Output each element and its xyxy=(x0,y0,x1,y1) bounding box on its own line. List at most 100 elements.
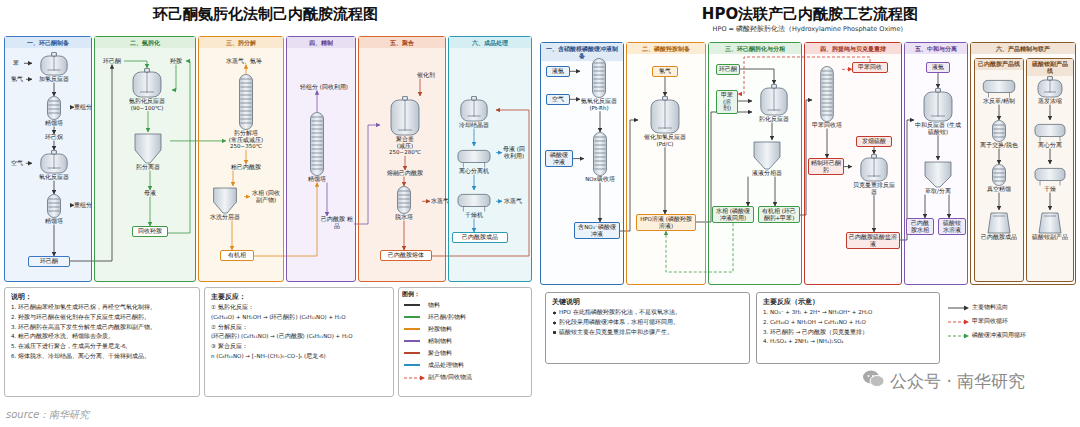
box-text: 己内酰胺硫酸盐溶液 xyxy=(849,234,897,247)
vessel-body xyxy=(1035,124,1065,136)
equipment-label: 贝克曼重排反应器 xyxy=(852,182,896,195)
equipment-unit: 催化加氢反应器(Pd/C) xyxy=(638,96,692,147)
vessel-detail xyxy=(594,87,605,88)
stream-text: 羟胺 xyxy=(166,58,186,65)
vessel-detail xyxy=(312,133,323,134)
process-box: 回收羟胺 xyxy=(132,226,168,237)
reactor-icon xyxy=(852,154,896,182)
flow-arrow xyxy=(925,195,926,218)
equipment-label: NOx吸收塔 xyxy=(584,176,616,183)
note-line: 3. 环己酮肟在高温下发生分解生成己内酰胺和副产物。 xyxy=(11,323,193,333)
vessel-detail xyxy=(241,83,252,84)
stream-label: 空气 xyxy=(8,160,26,167)
note-box: 关键说明HPO 在此指磷酸羟胺肟化法，不是双氧水法。肟化段采用磷酸缓冲体系，水相… xyxy=(545,292,750,364)
equipment-label: (90~100℃) xyxy=(122,105,172,112)
vessel-body xyxy=(145,69,150,73)
stream-text: 空气 xyxy=(8,160,26,167)
vessel-detail xyxy=(312,121,323,122)
vessel-detail xyxy=(822,91,833,92)
vessel-body xyxy=(48,97,61,120)
legend-arrowhead xyxy=(964,305,969,310)
vessel-body xyxy=(772,85,777,89)
stream-text: 重组分 xyxy=(74,202,92,209)
equipment-unit: 己内酰胺成品 xyxy=(978,210,1020,241)
column-icon xyxy=(584,132,616,176)
vessel-body xyxy=(651,100,679,133)
flow-arrow xyxy=(70,205,74,206)
vessel-detail xyxy=(822,71,833,72)
stream-label: 环己酮 xyxy=(100,58,124,65)
process-box: 甲苯回收 xyxy=(852,62,888,73)
flow-arrow xyxy=(496,201,502,202)
vessel-detail xyxy=(312,137,323,138)
stream-label: 水蒸气 xyxy=(502,198,524,205)
vessel-body xyxy=(993,121,1006,142)
flow-arrow xyxy=(600,111,601,132)
vessel-detail xyxy=(867,176,880,177)
equipment-unit: 精馏塔 xyxy=(38,194,70,225)
vessel-body xyxy=(311,113,324,176)
drum-icon xyxy=(452,146,496,168)
stream-label: 熔融己内酰胺 xyxy=(376,170,434,177)
flow-arrow xyxy=(938,73,939,88)
reactor-icon xyxy=(914,88,962,122)
equipment-label: 氧化反应器 xyxy=(32,174,76,181)
stream-label: 水蒸气 xyxy=(430,198,450,205)
vessel-body xyxy=(41,56,67,75)
vessel-detail xyxy=(822,111,833,112)
vessel-detail xyxy=(467,116,480,117)
vessel-detail xyxy=(595,169,606,170)
vessel-detail xyxy=(595,137,606,138)
box-text: 水相 (磷酸缓冲液回用) xyxy=(715,208,751,221)
vessel-body xyxy=(1038,80,1062,97)
equipment-unit: 氧化反应器 xyxy=(32,150,76,181)
equipment-unit: 水反萃/精制 xyxy=(978,76,1020,105)
legend-text: 主要物料流向 xyxy=(972,304,1008,311)
legend-swatch xyxy=(404,364,420,366)
flow-arrow xyxy=(842,69,852,70)
vessel-detail xyxy=(994,125,1005,126)
vessel-detail xyxy=(312,165,323,166)
reactor-icon xyxy=(638,96,692,134)
vessel-body xyxy=(924,92,952,121)
vessel-detail xyxy=(312,141,323,142)
reactor-icon xyxy=(1030,76,1070,98)
equipment-label: 脱水塔 xyxy=(386,214,422,221)
stream-text: 水蒸气、氨等 xyxy=(214,58,274,65)
vessel-detail xyxy=(822,83,833,84)
vessel-body xyxy=(461,100,487,121)
legend-line-sample xyxy=(404,375,426,381)
section-header: 六、成品处理 xyxy=(449,37,531,48)
legend-line-sample xyxy=(948,333,970,339)
note-line: 6. 熔体脱水、冷却结晶、离心分离、干燥得到成品。 xyxy=(11,352,193,362)
flow-arrow xyxy=(827,129,828,158)
vessel-detail xyxy=(594,91,605,92)
vessel-detail xyxy=(312,149,323,150)
note-line: (环己酮肟) (C₆H₁₁NO) → (己内酰胺) (C₆H₁₁NO) + H₂… xyxy=(211,332,387,342)
vessel-body xyxy=(48,195,61,218)
stream-text: 己内酰胺 粗品 xyxy=(320,216,354,229)
vessel-detail xyxy=(931,116,945,117)
vessel-body xyxy=(41,154,67,173)
equipment-unit: NOx吸收塔 xyxy=(584,132,616,183)
equipment-label: 液液分相器 xyxy=(742,170,792,177)
stream-text: 苯 xyxy=(8,60,24,67)
box-text: 液氨 xyxy=(929,64,947,71)
vessel-detail xyxy=(1040,137,1041,142)
note-line: ② 分解反应： xyxy=(211,323,387,333)
process-box: 环己酮 xyxy=(28,256,70,267)
vessel-detail xyxy=(822,107,833,108)
vessel-detail xyxy=(874,158,875,177)
equipment-label: 己内酰胺成品 xyxy=(978,234,1020,241)
vessel-detail xyxy=(241,111,252,112)
drum-icon xyxy=(1030,120,1070,142)
process-box: 液氨 xyxy=(546,66,570,77)
stream-text: 氢气 xyxy=(8,76,26,83)
flow-arrow xyxy=(404,221,405,250)
vessel-detail xyxy=(312,161,323,162)
vessel-detail xyxy=(312,153,323,154)
note-line: ① 氨肟化反应： xyxy=(211,303,387,313)
vessel-detail xyxy=(474,100,475,117)
caption-label: 图例： xyxy=(402,290,462,299)
vessel-body xyxy=(391,100,419,135)
